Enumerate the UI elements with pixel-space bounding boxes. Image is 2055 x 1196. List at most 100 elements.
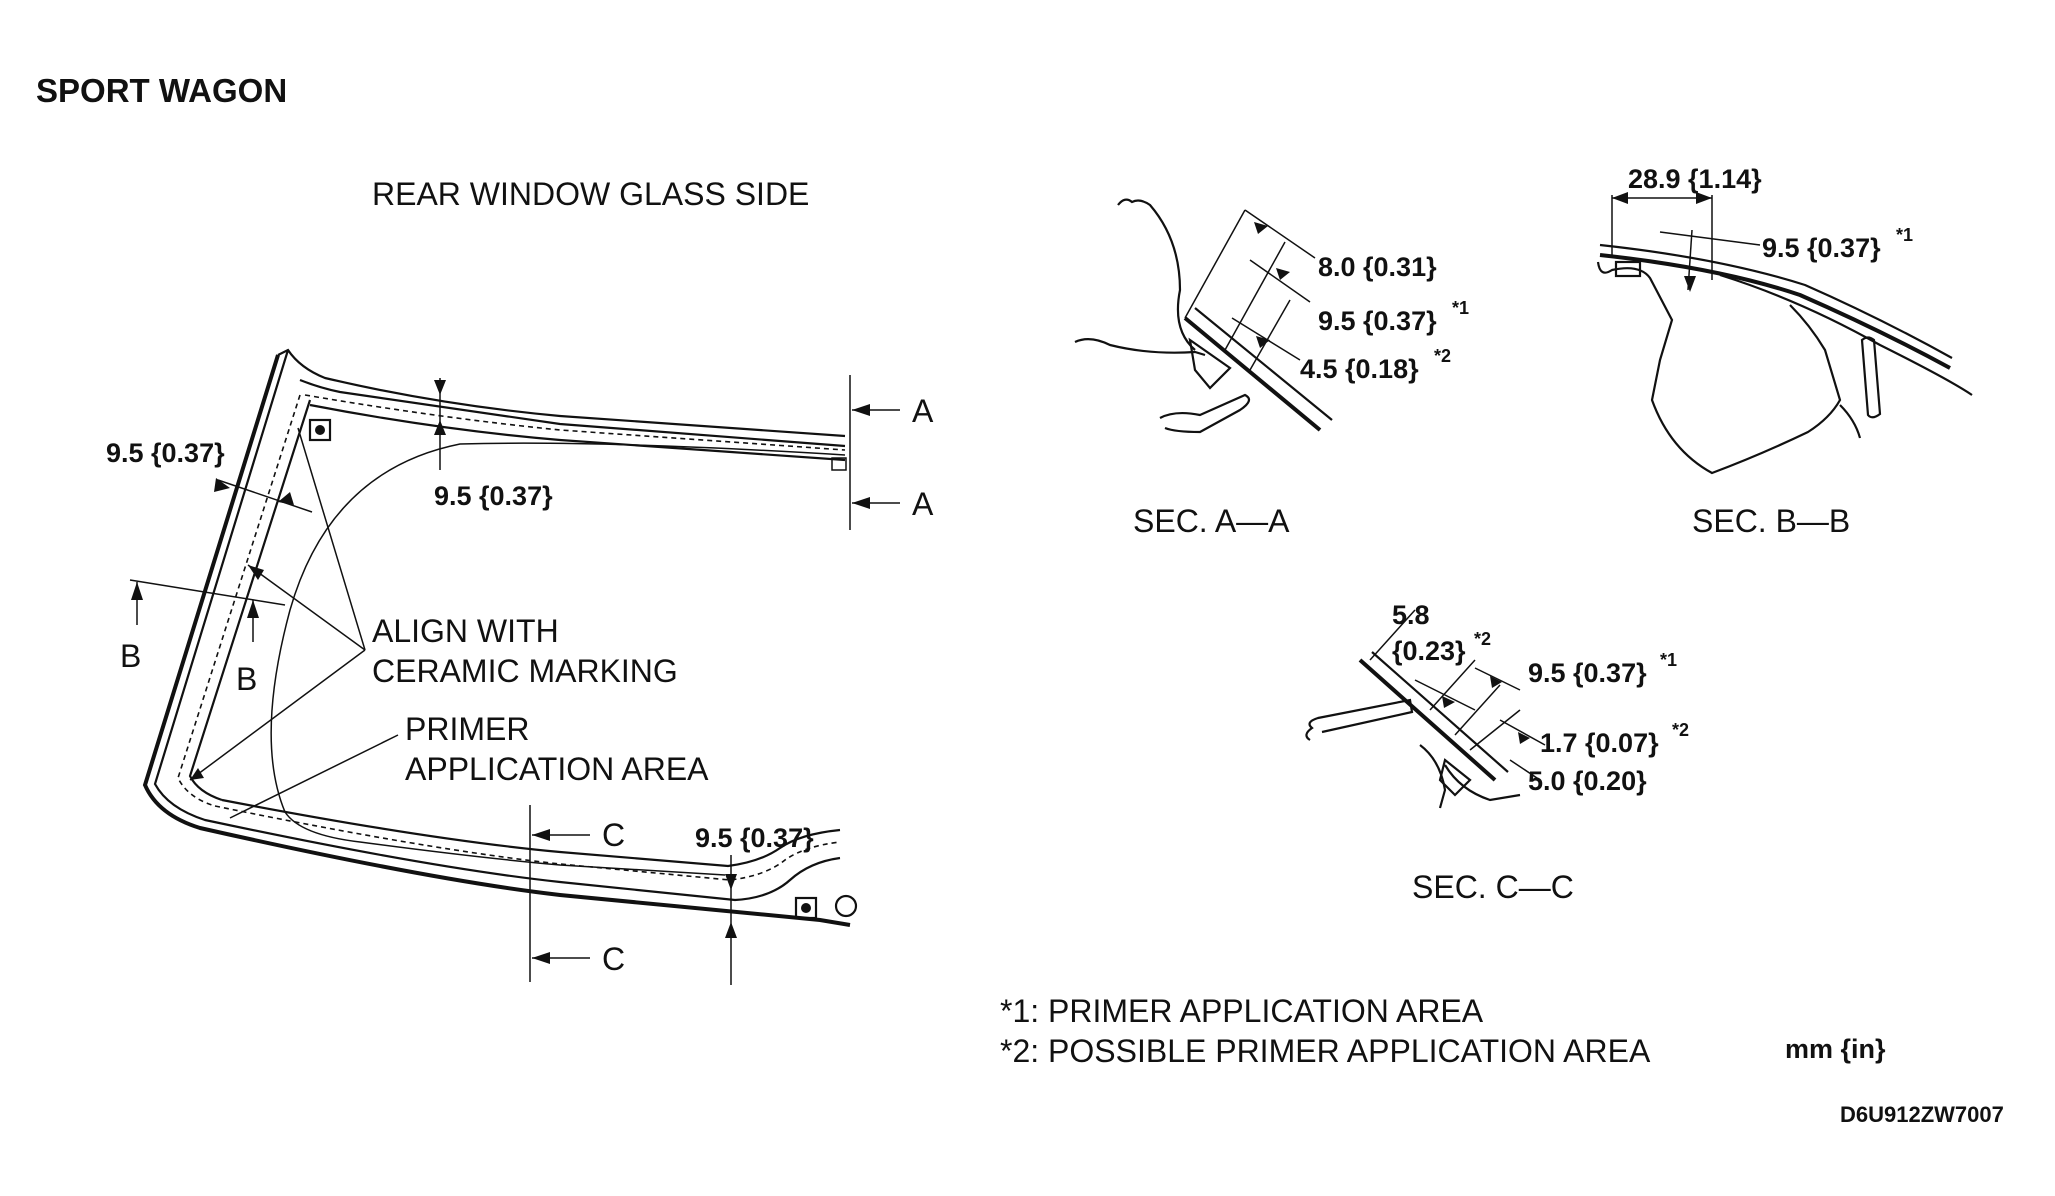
sec-a-body-panel	[1117, 198, 1196, 351]
section-c-mark-2: C	[602, 941, 625, 977]
sec-c-dim3-line	[1499, 719, 1546, 746]
sec-b-dim1: 28.9 {1.14}	[1628, 164, 1762, 194]
section-b-mark-2: B	[236, 661, 257, 697]
primer-band-left-inner	[188, 399, 312, 802]
section-a-arrow-2	[852, 497, 870, 509]
left-dim-arrow-2	[278, 492, 294, 505]
sec-a-ext-3	[1249, 299, 1291, 371]
sec-c-dim3: 1.7 {0.07}	[1540, 728, 1659, 758]
section-a-a: 8.0 {0.31} 9.5 {0.37} *1 4.5 {0.18} *2 S…	[1074, 198, 1469, 539]
section-b-mark-1: B	[120, 638, 141, 674]
sec-c-glass-2	[1371, 651, 1509, 773]
sec-c-dim3-arrow	[1518, 732, 1530, 744]
sec-a-caption: SEC. A—A	[1133, 503, 1290, 539]
sec-c-dim1-line1: 5.8	[1392, 600, 1430, 630]
heading: SPORT WAGON	[36, 72, 287, 109]
section-a-mark-2: A	[912, 486, 934, 522]
sec-c-dim3-sup: *2	[1672, 720, 1689, 740]
primer-band-bottom	[214, 805, 841, 881]
section-b-line	[129, 579, 286, 606]
alignment-marker-top	[308, 418, 332, 442]
sec-c-ext-1	[1369, 609, 1416, 661]
sec-a-dim1-line	[1244, 209, 1316, 259]
section-c-mark-1: C	[602, 817, 625, 853]
edge-clip	[831, 457, 847, 471]
sec-b-pillar	[1860, 336, 1882, 419]
primer-callout-line1: PRIMER	[405, 711, 529, 747]
sec-c-caption: SEC. C—C	[1412, 869, 1574, 905]
sec-c-body	[1419, 744, 1521, 809]
sec-c-dim4: 5.0 {0.20}	[1528, 766, 1647, 796]
sec-a-ext-2	[1224, 241, 1286, 351]
align-arrow-2	[248, 565, 264, 580]
sec-c-ext-2	[1429, 659, 1476, 711]
align-leader-1	[297, 427, 366, 651]
clip-hole	[834, 894, 858, 918]
main-view-title: REAR WINDOW GLASS SIDE	[372, 176, 809, 212]
top-dim-arrow-2	[434, 420, 446, 435]
alignment-marker-dot-top	[315, 425, 325, 435]
sec-b-dim2-arrow	[1684, 276, 1696, 292]
align-leader-2	[247, 564, 366, 651]
section-b-b: 28.9 {1.14} 9.5 {0.37} *1 SEC. B—B	[1596, 164, 1973, 539]
sec-c-ext-3	[1454, 684, 1501, 736]
sec-a-urethane	[1188, 337, 1232, 390]
note-2: *2: POSSIBLE PRIMER APPLICATION AREA	[1000, 1033, 1651, 1069]
sec-a-arrow-3	[1256, 336, 1270, 348]
primer-band-left	[177, 394, 301, 807]
section-a-mark-1: A	[912, 393, 934, 429]
sec-b-dim2-line	[1659, 231, 1761, 246]
sec-b-dim1-arrow-1	[1612, 192, 1628, 204]
sec-c-dim1-line2: {0.23}	[1392, 636, 1466, 666]
sec-b-glass-2	[1599, 243, 1953, 359]
section-b-arrow-2	[247, 600, 259, 618]
sec-c-ext-4	[1469, 709, 1521, 751]
sec-c-glass	[1358, 658, 1497, 782]
top-dim-arrow-1	[434, 380, 446, 395]
sec-a-dim2: 9.5 {0.37}	[1318, 306, 1437, 336]
sec-c-dim2-line	[1474, 667, 1521, 691]
section-c-c: 5.8 {0.23} *2 9.5 {0.37} *1 1.7 {0.07} *…	[1305, 600, 1689, 905]
section-c-arrow-1	[532, 829, 550, 841]
sec-a-dim2-sup: *1	[1452, 298, 1469, 318]
sec-a-roof-panel	[1074, 338, 1206, 357]
units-label: mm {in}	[1785, 1034, 1886, 1064]
sec-c-trim	[1305, 698, 1414, 741]
left-dim-label: 9.5 {0.37}	[106, 438, 225, 468]
glass-outer-edge-inner	[153, 349, 841, 902]
primer-leader	[229, 734, 399, 819]
sec-b-urethane	[1614, 260, 1642, 278]
glass-outer-edge	[142, 354, 851, 927]
align-callout-line2: CERAMIC MARKING	[372, 653, 678, 689]
sec-a-dim2-line	[1249, 259, 1311, 303]
sec-b-dim2-sup: *1	[1896, 225, 1913, 245]
alignment-marker-bottom	[794, 896, 818, 920]
sec-b-dim1-arrow-2	[1696, 192, 1712, 204]
sec-a-ext-1	[1184, 209, 1246, 319]
primer-callout-line2: APPLICATION AREA	[405, 751, 709, 787]
left-dim-arrow-1	[214, 478, 230, 492]
note-1: *1: PRIMER APPLICATION AREA	[1000, 993, 1484, 1029]
sec-b-dim2: 9.5 {0.37}	[1762, 233, 1881, 263]
sec-a-glass	[1183, 316, 1322, 432]
sec-c-dim1-sup: *2	[1474, 629, 1491, 649]
sec-c-dim1-line	[1414, 679, 1476, 711]
left-dim-line	[217, 479, 313, 513]
sec-b-reinforcement	[1839, 404, 1862, 439]
sec-c-dim2-arrow	[1490, 676, 1502, 688]
align-callout-line1: ALIGN WITH	[372, 613, 559, 649]
bottom-dim-arrow-2	[725, 922, 737, 938]
sec-c-dim2: 9.5 {0.37}	[1528, 658, 1647, 688]
sec-b-glass-3	[1719, 273, 1973, 396]
figure-code: D6U912ZW7007	[1840, 1102, 2004, 1127]
align-arrow-3	[190, 768, 204, 780]
sec-a-dim3: 4.5 {0.18}	[1300, 354, 1419, 384]
bottom-dim-arrow-1	[725, 874, 737, 890]
ceramic-marking-outline	[270, 442, 846, 876]
section-c-arrow-2	[532, 952, 550, 964]
rear-window-glass-view: REAR WINDOW GLASS SIDE 9.5 {0.37} 9.5 {0…	[106, 176, 934, 985]
alignment-marker-dot-bottom	[801, 903, 811, 913]
sec-a-dim1: 8.0 {0.31}	[1318, 252, 1437, 282]
